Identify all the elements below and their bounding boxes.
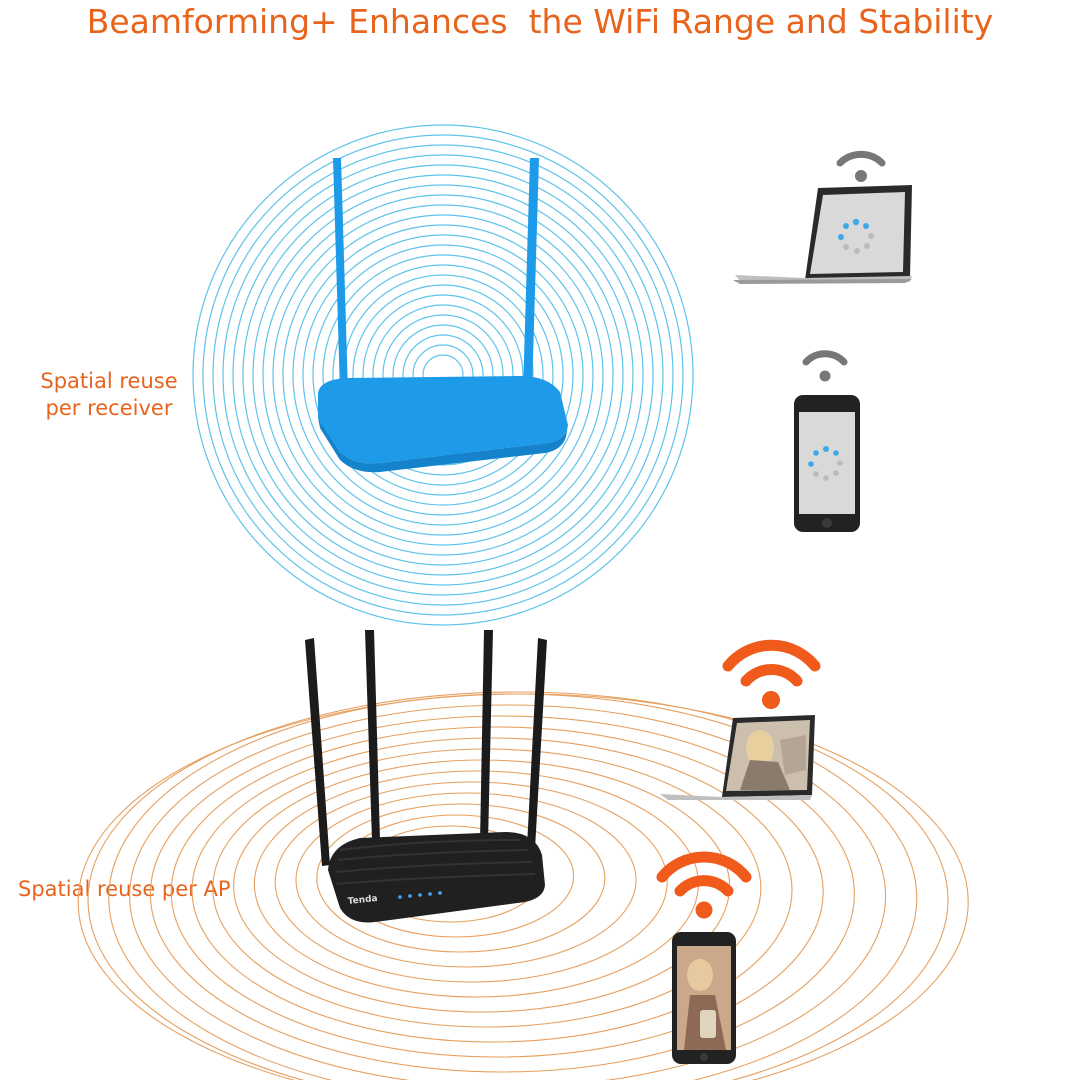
blue-router bbox=[318, 158, 568, 473]
orange-ring bbox=[316, 803, 606, 953]
orange-ring bbox=[77, 693, 969, 1080]
blue-ring bbox=[302, 234, 584, 516]
loading-spinner-icon bbox=[808, 446, 843, 481]
blue-ring bbox=[282, 214, 604, 536]
orange-ring bbox=[87, 691, 949, 1080]
blue-ring bbox=[252, 184, 634, 566]
orange-ring bbox=[149, 715, 855, 1073]
blue-ring bbox=[232, 164, 654, 586]
orange-ring bbox=[191, 737, 793, 1043]
blue-signal-rings bbox=[192, 124, 694, 626]
phone-top bbox=[794, 395, 860, 532]
wifi-icon-gray-phone bbox=[802, 350, 848, 382]
black-router: Tenda bbox=[305, 630, 547, 923]
router-brand: Tenda bbox=[347, 894, 378, 907]
loading-spinner-icon bbox=[838, 218, 874, 254]
blue-ring bbox=[312, 244, 574, 506]
label-line-1: Spatial reuse bbox=[40, 369, 178, 393]
blue-ring bbox=[332, 264, 554, 486]
orange-ring bbox=[170, 726, 824, 1058]
orange-ring bbox=[129, 704, 887, 1080]
orange-ring bbox=[274, 781, 668, 983]
blue-ring bbox=[242, 174, 644, 576]
blue-ring bbox=[272, 204, 614, 546]
orange-ring bbox=[295, 792, 637, 968]
blue-ring bbox=[262, 194, 624, 556]
orange-signal-rings bbox=[77, 691, 969, 1080]
blue-ring bbox=[322, 254, 564, 496]
phone-bottom bbox=[672, 932, 736, 1064]
laptop-bottom bbox=[660, 715, 815, 800]
blue-ring bbox=[212, 144, 674, 606]
label-spatial-reuse-per-receiver: Spatial reuse per receiver bbox=[38, 368, 180, 422]
blue-ring bbox=[202, 134, 684, 616]
blue-ring bbox=[292, 224, 594, 526]
wifi-icon-gray-laptop bbox=[836, 150, 886, 182]
blue-ring bbox=[192, 124, 694, 626]
label-line-2: per receiver bbox=[45, 396, 173, 420]
wifi-icon-orange-laptop bbox=[722, 639, 821, 709]
blue-ring bbox=[222, 154, 664, 596]
blue-ring bbox=[352, 284, 534, 466]
laptop-top bbox=[733, 185, 912, 284]
label-spatial-reuse-per-ap: Spatial reuse per AP bbox=[18, 877, 231, 901]
wifi-icon-orange-phone bbox=[656, 851, 752, 919]
page-title: Beamforming+ Enhances the WiFi Range and… bbox=[86, 2, 994, 41]
